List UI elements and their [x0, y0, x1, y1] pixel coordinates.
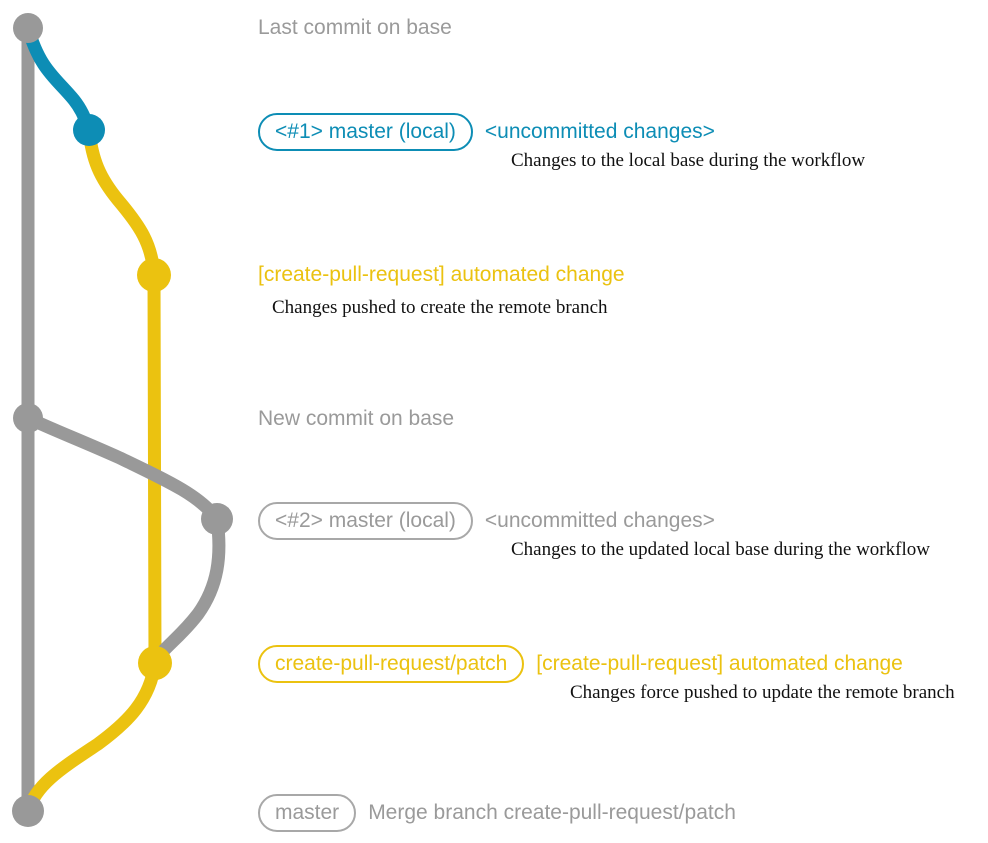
- gray-to-remote-curve: [148, 512, 226, 670]
- commit-node-local-commit-2[interactable]: [201, 503, 233, 535]
- gray-branch-out-curve: [21, 411, 224, 526]
- ref-pill-master[interactable]: master: [258, 794, 357, 832]
- ref-pill-master-local-1[interactable]: <#1> master (local): [258, 113, 473, 151]
- teal-branch-out-curve: [21, 21, 96, 137]
- commit-row-master-local-1: <#1> master (local) <uncommitted changes…: [258, 113, 715, 151]
- commit-node-remote-commit-1[interactable]: [137, 258, 171, 292]
- commit-node-base-head[interactable]: [13, 13, 43, 43]
- commit-node-base-new-commit[interactable]: [13, 403, 43, 433]
- commit-note-master-local-1: Changes to the local base during the wor…: [511, 150, 866, 171]
- commit-note-automated-change-1: Changes pushed to create the remote bran…: [272, 297, 608, 318]
- ref-pill-master-local-2[interactable]: <#2> master (local): [258, 502, 473, 540]
- commit-subject-master-local-2: <uncommitted changes>: [484, 509, 715, 532]
- commit-node-local-commit-1[interactable]: [73, 114, 105, 146]
- commit-note-master-local-2: Changes to the updated local base during…: [511, 539, 930, 560]
- yellow-push-curve-1: [82, 123, 161, 282]
- yellow-merge-curve: [21, 656, 162, 818]
- commit-subject-master-local-1: <uncommitted changes>: [484, 120, 715, 143]
- ref-pill-create-pull-request-patch[interactable]: create-pull-request/patch: [258, 645, 525, 683]
- commit-row-automated-change-2: create-pull-request/patch [create-pull-r…: [258, 645, 903, 683]
- commit-row-master-local-2: <#2> master (local) <uncommitted changes…: [258, 502, 715, 540]
- commit-row-merge-commit: master Merge branch create-pull-request/…: [258, 794, 736, 832]
- commit-note-automated-change-2: Changes force pushed to update the remot…: [570, 682, 955, 703]
- commit-node-merge[interactable]: [12, 795, 44, 827]
- commit-subject-automated-change-2: [create-pull-request] automated change: [536, 652, 903, 675]
- commit-row-new-commit-on-base: New commit on base: [258, 407, 454, 431]
- commit-subject-new-commit-on-base: New commit on base: [258, 407, 455, 430]
- commit-subject-last-commit-on-base: Last commit on base: [258, 16, 452, 39]
- commit-subject-merge-commit: Merge branch create-pull-request/patch: [368, 801, 736, 824]
- commit-subject-automated-change-1: [create-pull-request] automated change: [258, 263, 625, 286]
- commit-node-remote-commit-2[interactable]: [138, 646, 172, 680]
- commit-row-last-commit-on-base: Last commit on base: [258, 16, 452, 40]
